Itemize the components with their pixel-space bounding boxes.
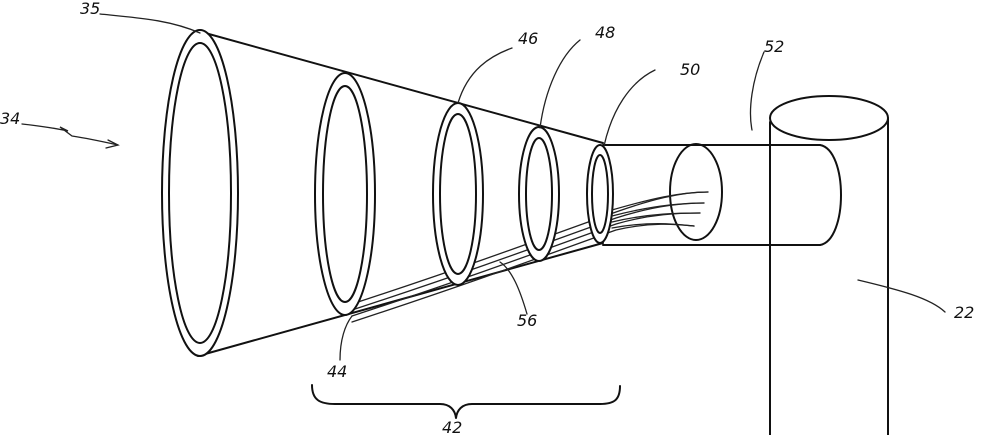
label-52: 52	[764, 37, 784, 56]
ring-48	[519, 127, 559, 261]
label-56: 56	[517, 311, 537, 330]
label-22: 22	[954, 303, 974, 322]
label-34: 34	[0, 109, 20, 128]
label-35: 35	[80, 0, 100, 18]
label-46: 46	[518, 29, 538, 48]
label-44: 44	[327, 362, 347, 381]
label-50: 50	[680, 60, 700, 79]
horizontal-tube	[603, 144, 841, 245]
ring-50	[587, 145, 613, 243]
brace-42	[312, 385, 620, 418]
vertical-tube	[770, 96, 888, 435]
ring-35	[162, 30, 238, 356]
label-42: 42	[442, 418, 462, 435]
ring-44	[315, 73, 375, 315]
ring-46	[433, 103, 483, 285]
label-48: 48	[595, 23, 615, 42]
fiber-ends	[612, 192, 708, 228]
